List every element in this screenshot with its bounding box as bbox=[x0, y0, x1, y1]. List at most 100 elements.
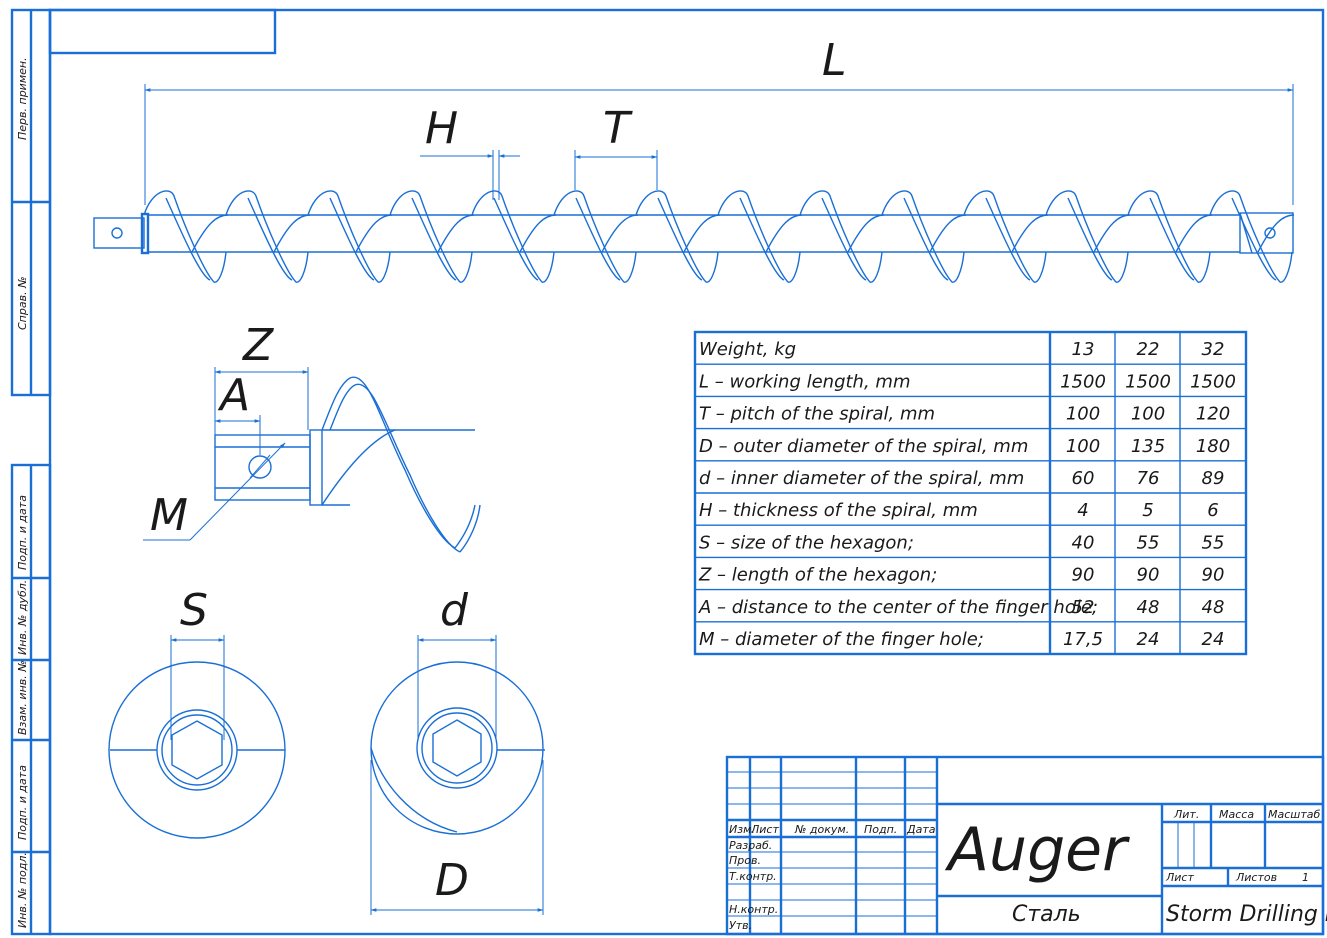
spec-table-value: 48 bbox=[1202, 597, 1225, 618]
spec-table-value: 24 bbox=[1137, 629, 1160, 650]
tb-col-list: Лист bbox=[750, 823, 779, 836]
dimension-D bbox=[370, 760, 544, 915]
spiral-flight-back bbox=[683, 214, 721, 253]
tb-listov: Листов bbox=[1235, 871, 1277, 884]
tb-organization: Storm Drilling Rigs bbox=[1166, 902, 1327, 927]
spec-table-value: 5 bbox=[1142, 500, 1153, 521]
spec-table-value: 17,5 bbox=[1063, 629, 1103, 650]
spiral-flight-back bbox=[929, 214, 967, 253]
spec-table-value: 180 bbox=[1196, 436, 1230, 457]
spiral-flight-edge bbox=[739, 197, 785, 281]
spec-table-label: L – working length, mm bbox=[699, 371, 910, 392]
side-stamp-podp-data-1: Подп. и дата bbox=[16, 495, 29, 570]
spec-table-value: 6 bbox=[1207, 500, 1218, 521]
spec-table-value: 1500 bbox=[1125, 371, 1171, 392]
tb-col-izm: Изм. bbox=[729, 823, 755, 836]
spec-table-label: Weight, kg bbox=[699, 339, 796, 360]
spec-table-value: 90 bbox=[1137, 565, 1160, 586]
spiral-flight-edge bbox=[903, 197, 949, 281]
spec-table-value: 48 bbox=[1137, 597, 1160, 618]
dimension-S bbox=[170, 635, 225, 740]
side-stamp-sprav-no: Справ. № bbox=[16, 276, 29, 330]
spec-table-value: 4 bbox=[1077, 500, 1088, 521]
side-stamp-perv-primen: Перв. примен. bbox=[16, 57, 29, 140]
spec-table-value: 1500 bbox=[1060, 371, 1106, 392]
spec-table-value: 90 bbox=[1072, 565, 1095, 586]
spec-table-value: 100 bbox=[1066, 436, 1100, 457]
spec-table-value: 24 bbox=[1202, 629, 1225, 650]
spiral-flight-edge bbox=[329, 197, 375, 281]
spiral-flight-edge bbox=[985, 197, 1031, 281]
dim-label-d: d bbox=[440, 585, 469, 636]
spiral-flight-back bbox=[1175, 214, 1213, 253]
side-stamp-podp-data-2: Подп. и дата bbox=[16, 765, 29, 840]
dimension-Z bbox=[214, 367, 309, 435]
spiral-flight-edge bbox=[411, 197, 457, 281]
dimension-T bbox=[574, 150, 658, 190]
spec-table-label: S – size of the hexagon; bbox=[699, 532, 914, 553]
dim-label-S: S bbox=[180, 585, 208, 636]
spec-table-label: d – inner diameter of the spiral, mm bbox=[699, 468, 1024, 489]
spec-table-value: 32 bbox=[1202, 339, 1225, 360]
spec-table-value: 55 bbox=[1137, 532, 1160, 553]
spec-table-value: 90 bbox=[1202, 565, 1225, 586]
tb-tkontr: Т.контр. bbox=[729, 870, 777, 883]
dim-label-L: L bbox=[822, 35, 847, 86]
tb-list: Лист bbox=[1165, 871, 1194, 884]
tb-listov-value: 1 bbox=[1302, 871, 1309, 884]
end-view-hexagon bbox=[108, 661, 286, 839]
spiral-flight bbox=[635, 190, 719, 283]
spiral-flight-back bbox=[1257, 214, 1295, 253]
spiral-flight bbox=[1209, 190, 1293, 283]
spec-table-value: 22 bbox=[1137, 339, 1160, 360]
tb-prov: Пров. bbox=[729, 854, 761, 867]
spec-table-value: 89 bbox=[1202, 468, 1225, 489]
spec-table-value: 60 bbox=[1072, 468, 1095, 489]
tb-col-podp: Подп. bbox=[864, 823, 897, 836]
dim-label-M: M bbox=[150, 490, 188, 541]
spiral-flight bbox=[963, 190, 1047, 283]
spec-table-value: 120 bbox=[1196, 404, 1230, 425]
tb-razrab: Разраб. bbox=[729, 839, 772, 852]
spec-table-label: T – pitch of the spiral, mm bbox=[699, 404, 935, 425]
tb-massa: Масса bbox=[1219, 808, 1254, 821]
side-stamp-vzam-inv: Взам. инв. № bbox=[16, 660, 29, 735]
spec-table-label: Z – length of the hexagon; bbox=[698, 565, 937, 586]
spiral-flight-edge bbox=[657, 197, 703, 281]
spiral-flight bbox=[307, 190, 391, 283]
side-stamp-inv-podl: Инв. № подл. bbox=[16, 852, 29, 928]
auger-side-view bbox=[93, 190, 1295, 283]
dim-label-H: H bbox=[425, 103, 458, 154]
dim-label-D: D bbox=[435, 855, 469, 906]
auger-detail-view bbox=[214, 376, 481, 553]
spiral-flight-back bbox=[355, 214, 393, 253]
spiral-flight-edge bbox=[1149, 197, 1195, 281]
spiral-flight bbox=[1127, 190, 1211, 283]
spec-table-value: 52 bbox=[1072, 597, 1095, 618]
title-block bbox=[725, 755, 1325, 936]
spiral-flight bbox=[389, 190, 473, 283]
spec-table-label: H – thickness of the spiral, mm bbox=[699, 500, 978, 521]
tb-col-data: Дата bbox=[906, 823, 936, 836]
spec-table-label: A – distance to the center of the finger… bbox=[698, 597, 1098, 618]
spec-table-value: 55 bbox=[1202, 532, 1225, 553]
dimension-A bbox=[214, 415, 261, 455]
spiral-flight-edge bbox=[1231, 197, 1277, 281]
side-stamp-inv-dubl: Инв. № дубл. bbox=[16, 580, 29, 655]
spiral-flight-edge bbox=[493, 197, 539, 281]
spiral-flight-edge bbox=[165, 197, 211, 281]
tb-material: Сталь bbox=[1012, 902, 1081, 927]
tb-col-dokum: № докум. bbox=[794, 823, 849, 836]
spec-table-value: 1500 bbox=[1190, 371, 1236, 392]
spec-table-value: 135 bbox=[1131, 436, 1165, 457]
spiral-flight bbox=[881, 190, 965, 283]
spiral-flight-back bbox=[765, 214, 803, 253]
spiral-flight-back bbox=[601, 214, 639, 253]
tb-utv: Утв. bbox=[729, 919, 752, 932]
spiral-flight bbox=[717, 190, 801, 283]
dimension-M bbox=[143, 442, 286, 541]
dim-label-T: T bbox=[603, 103, 633, 154]
spiral-flight bbox=[799, 190, 883, 283]
